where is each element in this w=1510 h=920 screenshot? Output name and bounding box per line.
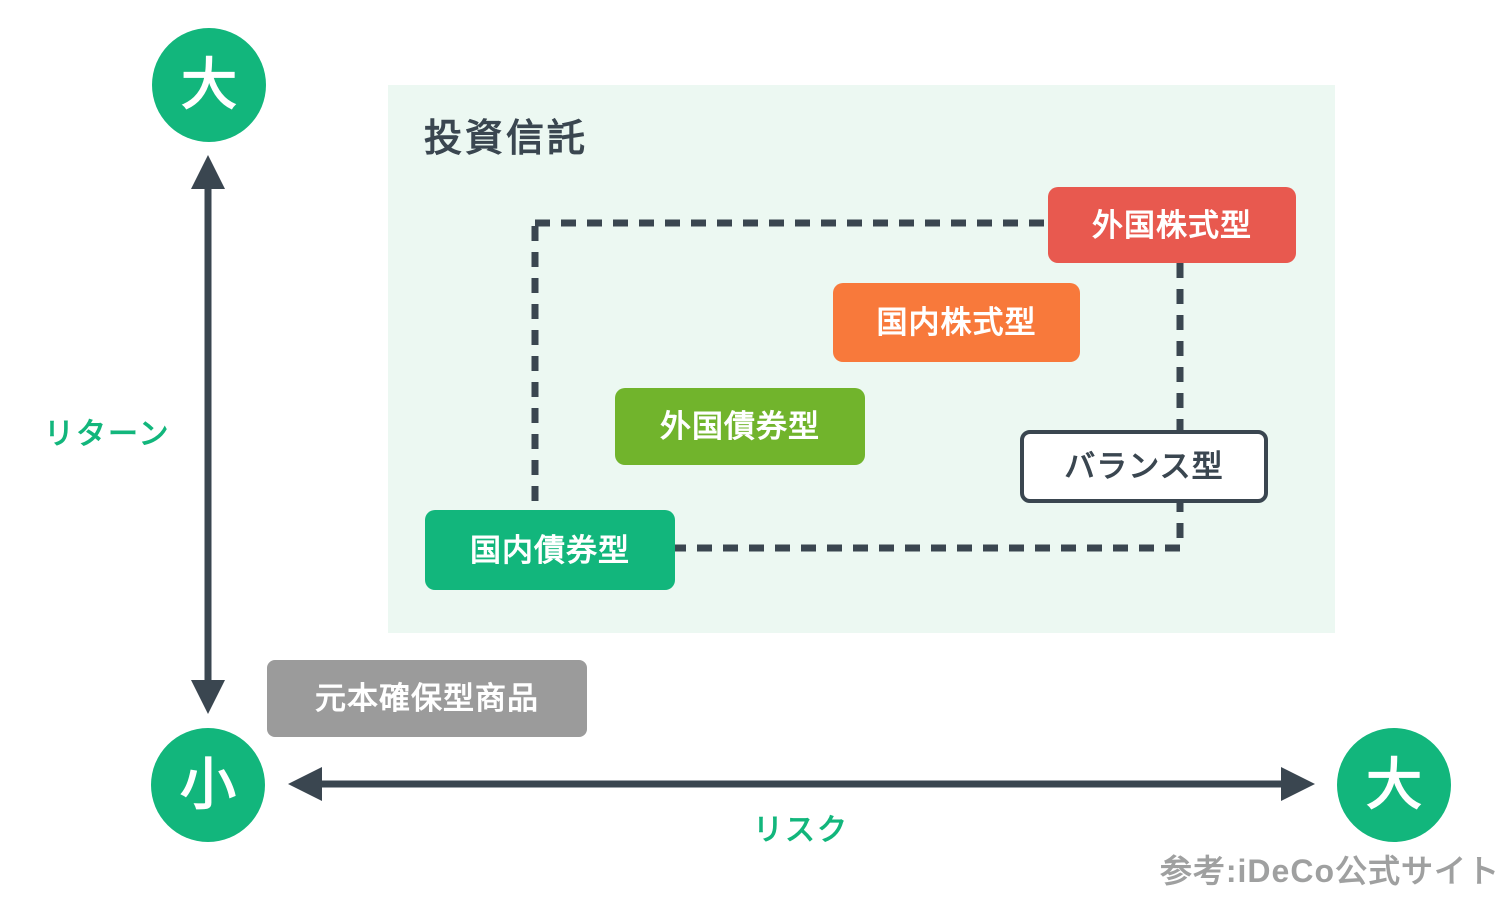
product-box-principal-protected: 元本確保型商品	[267, 660, 587, 737]
risk-axis-arrow	[288, 767, 1315, 801]
risk-max-circle: 大	[1337, 728, 1451, 842]
region-title: 投資信託	[424, 118, 589, 160]
return-axis-arrow	[191, 155, 225, 714]
risk-arrowhead-left	[288, 767, 322, 801]
source-caption: 参考:iDeCo公式サイト	[1159, 853, 1500, 889]
return-axis-label: リターン	[44, 418, 171, 451]
risk-arrowhead-right	[1281, 767, 1315, 801]
return-max-circle: 大	[152, 28, 266, 142]
risk-axis-label: リスク	[753, 814, 849, 847]
product-box-domestic-equity: 国内株式型	[833, 283, 1080, 362]
product-box-foreign-bond: 外国債券型	[615, 388, 865, 465]
return-min-circle: 小	[151, 728, 265, 842]
product-box-foreign-equity: 外国株式型	[1048, 187, 1296, 263]
product-box-balanced: バランス型	[1020, 430, 1268, 503]
product-box-domestic-bond: 国内債券型	[425, 510, 675, 590]
return-arrowhead-up	[191, 155, 225, 189]
return-arrowhead-down	[191, 680, 225, 714]
